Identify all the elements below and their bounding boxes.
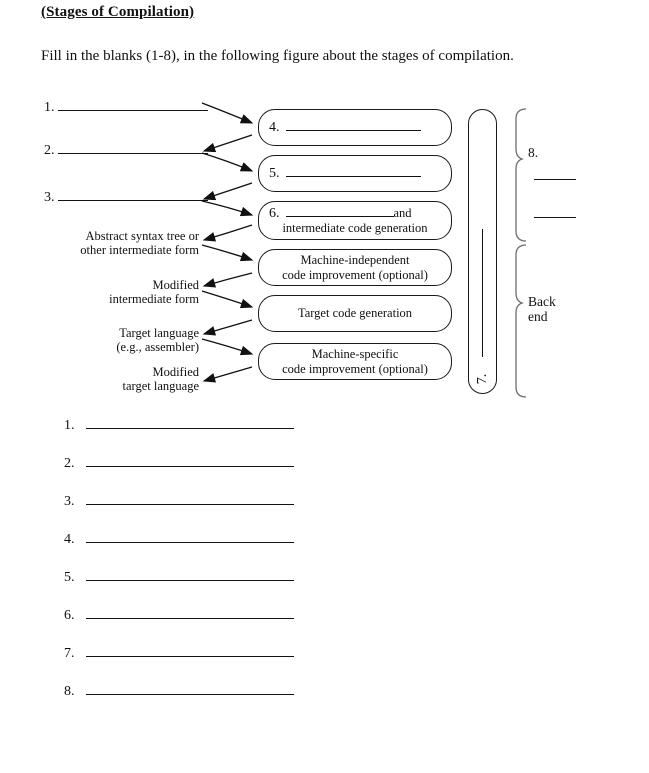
capsule-stage-7[interactable]: 7. xyxy=(468,109,497,394)
figure-label-target-language-line1: Target language xyxy=(119,326,199,340)
stage-box-machine-specific-line2: code improvement (optional) xyxy=(282,361,428,376)
figure-left-blank-3-rule[interactable] xyxy=(58,200,208,201)
figure-left-blank-3[interactable]: 3. xyxy=(44,190,208,206)
stage-box-target-code-generation-line1: Target code generation xyxy=(297,306,413,320)
stage-box-5-content[interactable]: 5. xyxy=(259,166,451,181)
figure-label-modified-intermediate-form: Modified intermediate form xyxy=(109,278,199,306)
answer-row-6-rule[interactable] xyxy=(86,618,294,619)
answer-row-3-number: 3. xyxy=(64,494,75,509)
stage-box-4-rule[interactable] xyxy=(285,130,421,131)
answer-row-1-number: 1. xyxy=(64,418,75,433)
figure-label-modified-intermediate-form-line1: Modified xyxy=(152,278,199,292)
figure-left-blank-2[interactable]: 2. xyxy=(44,143,208,159)
stage-box-machine-independent-line2: code improvement (optional) xyxy=(282,267,428,282)
answer-row-2-rule[interactable] xyxy=(86,466,294,467)
answer-row-6-number: 6. xyxy=(64,608,75,623)
figure-label-modified-target-language: Modified target language xyxy=(123,365,199,393)
brace-label-back-end-line2: end xyxy=(528,309,548,324)
compilation-stages-figure: 1. 2. 3. Abstract syntax tree or other i… xyxy=(0,95,649,405)
answer-row-8-rule[interactable] xyxy=(86,694,294,695)
figure-left-blank-2-number: 2. xyxy=(44,143,55,158)
stage-box-4[interactable]: 4. xyxy=(258,109,452,146)
stage-box-5-rule[interactable] xyxy=(285,176,421,177)
answer-row-7-rule[interactable] xyxy=(86,656,294,657)
stage-box-6-line2: intermediate code generation xyxy=(282,220,428,235)
stage-box-6[interactable]: 6. and intermediate code generation xyxy=(258,201,452,240)
figure-label-modified-target-language-line2: target language xyxy=(122,379,199,393)
stage-box-6-number: 6. xyxy=(269,205,280,221)
answer-row-4-number: 4. xyxy=(64,532,75,547)
brace-blank-rule-2[interactable] xyxy=(534,217,576,218)
answer-row-3-rule[interactable] xyxy=(86,504,294,505)
answer-row-8-number: 8. xyxy=(64,684,75,699)
capsule-stage-7-rule[interactable] xyxy=(482,229,483,357)
brace-label-8: 8. xyxy=(528,145,539,160)
stage-box-4-content[interactable]: 4. xyxy=(259,120,451,135)
figure-left-blank-1-number: 1. xyxy=(44,100,55,115)
answer-row-4-rule[interactable] xyxy=(86,542,294,543)
stage-box-machine-specific-line1: Machine-specific xyxy=(311,346,399,361)
capsule-stage-7-number: 7. xyxy=(475,373,490,385)
figure-label-target-language-line2: (e.g., assembler) xyxy=(116,340,199,354)
answer-row-2-number: 2. xyxy=(64,456,75,471)
answer-row-7-number: 7. xyxy=(64,646,75,661)
figure-label-abstract-syntax-tree-line1: Abstract syntax tree or xyxy=(85,229,199,243)
answer-row-3[interactable]: 3. xyxy=(64,494,294,510)
figure-left-blank-2-rule[interactable] xyxy=(58,153,208,154)
stage-box-machine-specific[interactable]: Machine-specific code improvement (optio… xyxy=(258,343,452,380)
stage-box-target-code-generation[interactable]: Target code generation xyxy=(258,295,452,332)
stage-box-6-line1[interactable]: 6. and xyxy=(259,206,451,221)
stage-box-5-number: 5. xyxy=(269,166,280,181)
answer-row-2[interactable]: 2. xyxy=(64,456,294,472)
answer-row-5-rule[interactable] xyxy=(86,580,294,581)
page-title: (Stages of Compilation) xyxy=(41,4,195,20)
stage-box-5[interactable]: 5. xyxy=(258,155,452,192)
answer-row-6[interactable]: 6. xyxy=(64,608,294,624)
stage-box-machine-independent[interactable]: Machine-independent code improvement (op… xyxy=(258,249,452,286)
figure-label-abstract-syntax-tree: Abstract syntax tree or other intermedia… xyxy=(80,229,199,257)
stage-box-6-rule[interactable] xyxy=(285,215,394,217)
answer-row-4[interactable]: 4. xyxy=(64,532,294,548)
figure-left-blank-1[interactable]: 1. xyxy=(44,100,208,116)
answer-row-1-rule[interactable] xyxy=(86,428,294,429)
stage-box-machine-independent-line1: Machine-independent xyxy=(300,252,410,267)
answer-row-7[interactable]: 7. xyxy=(64,646,294,662)
figure-label-target-language: Target language (e.g., assembler) xyxy=(116,326,199,354)
stage-box-4-number: 4. xyxy=(269,120,280,135)
answer-row-5-number: 5. xyxy=(64,570,75,585)
instruction-text: Fill in the blanks (1-8), in the followi… xyxy=(41,48,514,64)
figure-label-modified-target-language-line1: Modified xyxy=(152,365,199,379)
brace-blank-rule-1[interactable] xyxy=(534,179,576,180)
brace-label-back-end: Back end xyxy=(528,294,556,324)
brace-label-back-end-line1: Back xyxy=(528,294,556,309)
figure-left-blank-1-rule[interactable] xyxy=(58,110,208,111)
figure-label-modified-intermediate-form-line2: intermediate form xyxy=(109,292,199,306)
answer-row-1[interactable]: 1. xyxy=(64,418,294,434)
figure-label-abstract-syntax-tree-line2: other intermediate form xyxy=(80,243,199,257)
stage-box-6-tail: and xyxy=(393,205,412,220)
answer-row-5[interactable]: 5. xyxy=(64,570,294,586)
figure-brace-group xyxy=(515,108,527,398)
answer-row-8[interactable]: 8. xyxy=(64,684,294,700)
figure-left-blank-3-number: 3. xyxy=(44,190,55,205)
